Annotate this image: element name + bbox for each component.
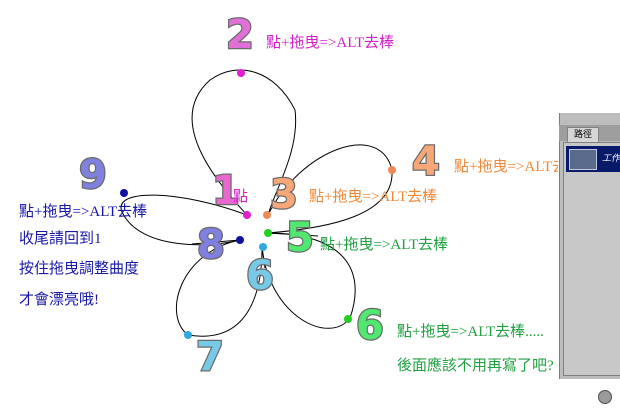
anchor-point-7[interactable] [184, 331, 192, 339]
label-step-6-note: 後面應該不用再寫了吧? [397, 356, 554, 374]
step-number-3: 3 [270, 172, 298, 218]
step-number-4: 4 [412, 139, 440, 185]
step-number-5: 5 [286, 215, 314, 261]
panel-scroll-knob[interactable] [598, 390, 612, 404]
anchor-point-2[interactable] [237, 69, 245, 77]
path-list-item[interactable]: 工作 [566, 146, 620, 172]
paths-list: 工作 [563, 142, 620, 404]
step-number-1: 1 [212, 168, 240, 214]
step-number-9: 9 [79, 152, 107, 198]
paths-panel: 路徑 工作 [558, 113, 620, 404]
step-number-6-green: 6 [356, 303, 384, 349]
anchor-point-9[interactable] [120, 189, 128, 197]
label-step-9-line3: 按住拖曳調整曲度 [19, 260, 139, 277]
label-step-9-line4: 才會漂亮哦! [19, 291, 99, 308]
path-name-label: 工作 [602, 154, 620, 164]
label-step-1: 點 [233, 188, 248, 205]
handle-line [267, 232, 319, 237]
anchor-point-4[interactable] [388, 166, 396, 174]
path-thumbnail-icon [569, 149, 597, 170]
step-number-2: 2 [226, 12, 254, 58]
label-step-4: 點+拖曳=>ALT去棒 [454, 158, 582, 175]
handle-line [191, 239, 241, 245]
tab-paths[interactable]: 路徑 [567, 127, 599, 142]
label-step-2: 點+拖曳=>ALT去棒 [266, 34, 394, 51]
label-step-3: 點+拖曳=>ALT去棒 [309, 188, 437, 205]
step-number-8: 8 [197, 222, 225, 268]
anchor-point-3[interactable] [263, 211, 271, 219]
anchor-point-6[interactable] [344, 315, 352, 323]
step-number-7: 7 [196, 334, 224, 380]
anchor-point-5[interactable] [264, 229, 272, 237]
label-step-9-line1: 點+拖曳=>ALT去棒 [19, 203, 147, 220]
step-number-6-blue: 6 [246, 253, 274, 299]
label-step-6: 點+拖曳=>ALT去棒..... [397, 323, 544, 340]
label-step-9-line2: 收尾請回到1 [19, 230, 102, 247]
anchor-point-8[interactable] [236, 236, 244, 244]
label-step-5: 點+拖曳=>ALT去棒 [320, 236, 448, 253]
anchor-point-6b[interactable] [259, 243, 267, 251]
anchor-point-1[interactable] [243, 211, 251, 219]
